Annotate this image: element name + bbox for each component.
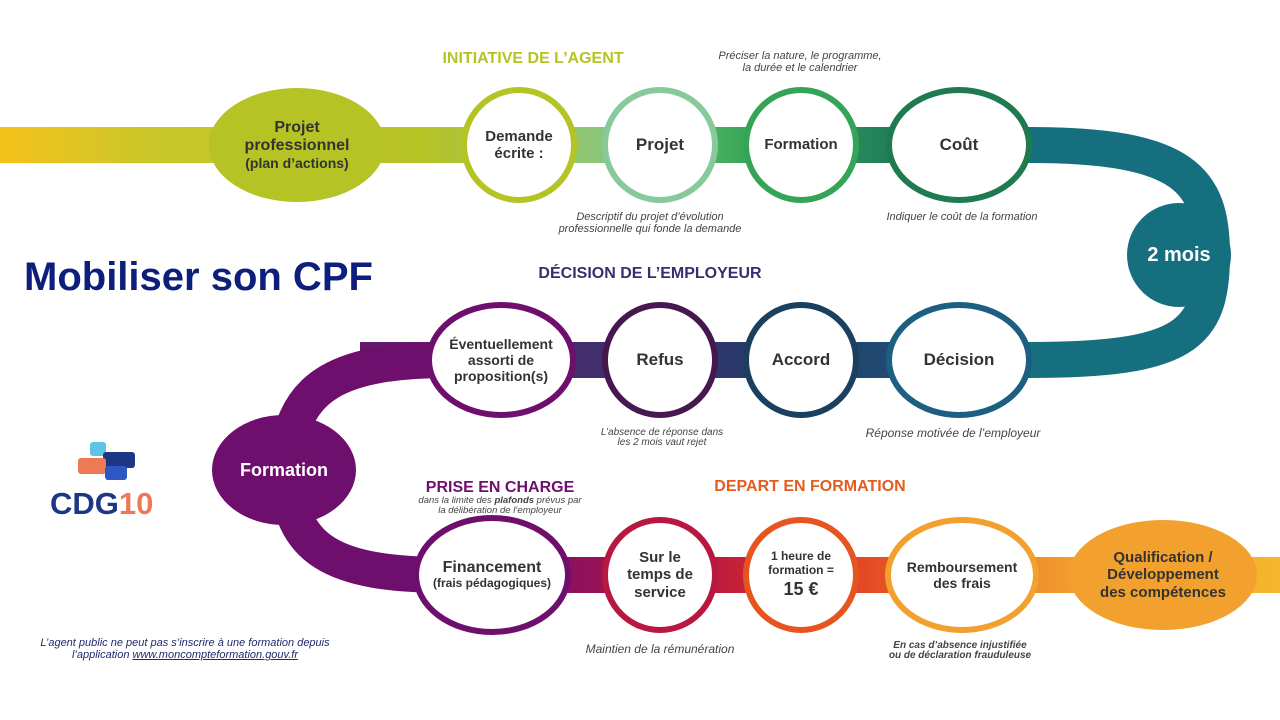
label-heure-formation: 1 heure de formation = 15 €: [751, 530, 851, 620]
label-temps-de-service: Sur le temps de service: [610, 530, 710, 620]
node-projet-professionnel: [209, 88, 385, 202]
label-accord: Accord: [771, 350, 831, 370]
node-cout: [886, 87, 1032, 203]
note-descriptif-line1: Descriptif du projet d’évolution: [576, 211, 724, 223]
footer-note-line1: L’agent public ne peut pas s’inscrire à …: [40, 637, 330, 649]
label-deux-mois: 2 mois: [1147, 243, 1211, 266]
node-heure-formation: [743, 517, 859, 633]
label-refus: Refus: [636, 350, 684, 370]
prise-subtitle-bold: plafonds: [494, 495, 535, 506]
qualification-line2: Développement: [1107, 566, 1219, 584]
label-remboursement: Remboursement des frais: [897, 530, 1027, 620]
node-decision: [886, 302, 1032, 418]
projet-pro-line2: professionnel: [244, 136, 350, 154]
note-absence-inj-line1: En cas d’absence injustifiée: [893, 640, 1027, 651]
label-qualification: Qualification / Développement des compét…: [1079, 530, 1247, 620]
footer-link[interactable]: www.moncompteformation.gouv.fr: [132, 649, 299, 661]
footer-note-line2: l’application: [71, 649, 133, 661]
note-descriptif-line2: professionnelle qui fonde la demande: [558, 223, 742, 235]
qualification-line1: Qualification /: [1113, 549, 1213, 567]
node-temps-de-service: [602, 517, 718, 633]
note-maintien: Maintien de la rémunération: [585, 642, 735, 656]
remboursement-line2: des frais: [933, 575, 991, 591]
temps-line1: Sur le: [639, 549, 681, 567]
financement-line2: (frais pédagogiques): [432, 576, 551, 591]
logo-text-main: CDG: [50, 486, 119, 521]
note-absence-reponse: L’absence de réponse dans les 2 mois vau…: [582, 428, 742, 448]
node-projet: [602, 87, 718, 203]
note-preciser-line2: la durée et le calendrier: [742, 62, 858, 74]
demande-line2: écrite :: [494, 145, 544, 162]
note-preciser-line1: Préciser la nature, le programme,: [718, 50, 882, 62]
node-qualification: [1069, 520, 1257, 630]
note-descriptif: Descriptif du projet d’évolution profess…: [530, 211, 770, 235]
node-eventuellement: [426, 302, 576, 418]
note-absence-line2: les 2 mois vaut rejet: [617, 437, 707, 448]
phase-decision: DÉCISION DE L’EMPLOYEUR: [538, 265, 762, 282]
prise-subtitle-part1: dans la limite des: [418, 495, 495, 506]
label-projet: Projet: [635, 135, 685, 155]
footer-note: L’agent public ne peut pas s’inscrire à …: [20, 637, 350, 661]
node-formation-top: [743, 87, 859, 203]
node-deux-mois: [1127, 203, 1231, 307]
note-absence-line1: L’absence de réponse dans: [600, 427, 724, 438]
eventuellement-line3: proposition(s): [453, 368, 549, 385]
phase-prise-en-charge: PRISE EN CHARGE: [425, 479, 575, 496]
node-formation-left: [212, 415, 356, 525]
remboursement-line1: Remboursement: [906, 558, 1018, 575]
demande-line1: Demande: [485, 127, 553, 145]
temps-line2: temps de: [627, 566, 693, 584]
label-formation-top: Formation: [764, 136, 838, 154]
note-reponse-motivee: Réponse motivée de l’employeur: [865, 426, 1041, 440]
eventuellement-line1: Éventuellement: [449, 335, 553, 352]
note-absence-injustifiee: En cas d’absence injustifiée ou de décla…: [870, 641, 1050, 661]
heure-line3: 15 €: [783, 578, 819, 599]
heure-line1: 1 heure de: [770, 549, 831, 564]
note-absence-inj-line2: ou de déclaration frauduleuse: [888, 650, 1032, 661]
logo-text-number: 10: [118, 486, 154, 521]
label-eventuellement: Éventuellement assorti de proposition(s): [436, 315, 566, 405]
label-formation-left: Formation: [240, 459, 328, 480]
node-accord: [743, 302, 859, 418]
cdg10-logo-mark: [78, 442, 135, 480]
financement-line1: Financement: [442, 558, 542, 576]
phase-prise-subtitle: dans la limite des plafonds prévus par l…: [390, 496, 610, 516]
label-decision: Décision: [923, 350, 995, 370]
projet-pro-line3: (plan d’actions): [245, 155, 349, 172]
projet-pro-line1: Projet: [274, 118, 320, 136]
temps-line3: service: [634, 583, 686, 601]
node-remboursement: [885, 517, 1039, 633]
node-financement: [413, 515, 571, 635]
label-demande-ecrite: Demande écrite :: [469, 100, 569, 190]
label-projet-professionnel: Projet professionnel (plan d’actions): [212, 100, 382, 190]
note-cout: Indiquer le coût de la formation: [886, 211, 1038, 223]
prise-subtitle-part2: prévus par: [534, 495, 582, 506]
label-financement: Financement (frais pédagogiques): [422, 532, 562, 618]
label-cout: Coût: [939, 135, 979, 155]
eventuellement-line2: assorti de: [467, 351, 535, 368]
node-refus: [602, 302, 718, 418]
page-title: Mobiliser son CPF: [24, 255, 373, 299]
logo-text: CDG10: [50, 486, 170, 522]
qualification-line3: des compétences: [1100, 583, 1226, 601]
heure-line2: formation =: [768, 563, 834, 578]
note-preciser: Préciser la nature, le programme, la dur…: [690, 50, 910, 74]
phase-depart: DEPART EN FORMATION: [714, 478, 906, 495]
prise-subtitle-part3: la délibération de l’employeur: [438, 505, 562, 516]
phase-initiative: INITIATIVE DE L’AGENT: [442, 50, 624, 67]
node-demande-ecrite: [461, 87, 577, 203]
